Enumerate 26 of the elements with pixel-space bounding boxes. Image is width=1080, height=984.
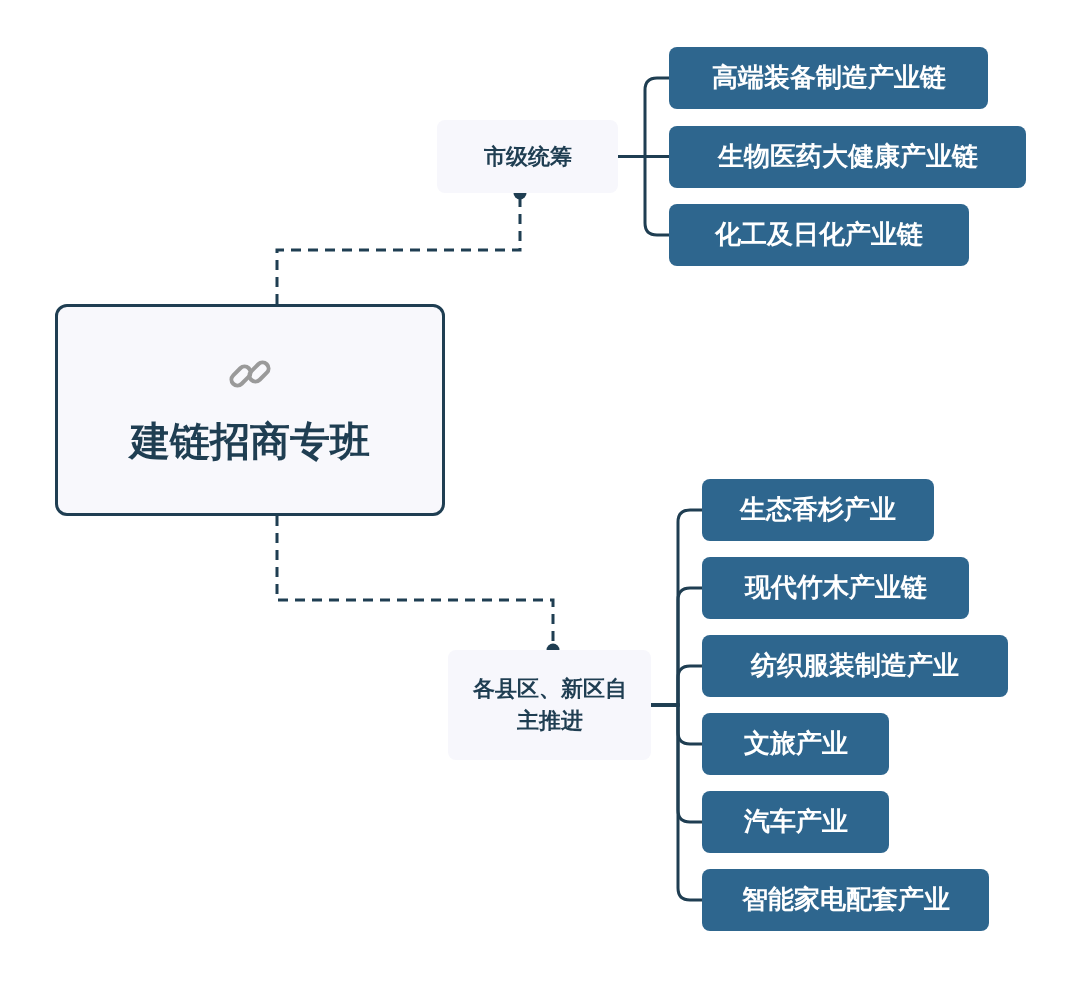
node-label: 各县区、新区自主推进 [471,675,628,735]
connector-line [651,703,702,902]
node-label: 高端装备制造产业链 [711,61,946,95]
title-box [55,304,445,516]
industry-chain-box [669,204,969,266]
group-label-box [448,650,651,760]
industry-chain-box [702,557,969,619]
node-label: 汽车产业 [743,805,848,839]
node-label: 市级统筹 [483,142,572,171]
connector-line [618,155,669,237]
group-label-box [437,120,618,193]
node-label: 纺织服装制造产业 [751,649,959,683]
node-label: 文旅产业 [743,727,848,761]
industry-chain-box [702,713,889,775]
node-label: 智能家电配套产业 [741,883,950,917]
industry-chain-box [702,791,889,853]
industry-chain-box [702,479,934,541]
industry-chain-box [702,635,1008,697]
node-label: 建链招商专班 [130,417,370,466]
node-label: 化工及日化产业链 [715,218,923,252]
industry-chain-box [702,869,989,931]
industry-chain-box [669,47,988,109]
industry-chain-box [669,126,1026,188]
node-label: 生态香杉产业 [740,493,896,527]
node-label: 现代竹木产业链 [744,571,927,605]
node-label: 生物医药大健康产业链 [717,140,978,174]
